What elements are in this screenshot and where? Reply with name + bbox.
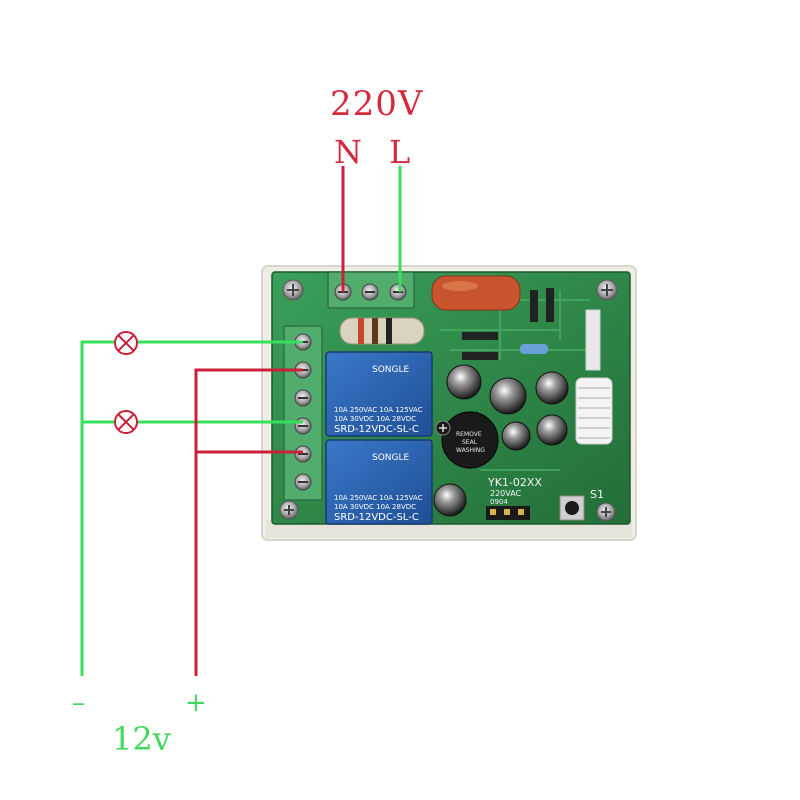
negative-label: – [72, 688, 85, 718]
buzzer-text-1: REMOVE [456, 431, 482, 438]
electrolytic-capacitors [433, 364, 569, 517]
live-label: L [389, 133, 411, 171]
positive-wire-1 [194, 368, 303, 676]
output-terminal-block [283, 325, 323, 501]
relay-1-model: SRD-12VDC-SL-C [334, 424, 419, 435]
jumper-header [486, 506, 530, 520]
low-voltage-label: 12v [112, 720, 171, 758]
buzzer-text-3: WASHING [456, 447, 485, 454]
relay-2-model: SRD-12VDC-SL-C [334, 512, 419, 523]
negative-wire-1 [80, 340, 303, 676]
antenna-coil [575, 309, 613, 445]
lamp-icon [114, 410, 138, 434]
relay-2: SONGLE 10A 250VAC 10A 125VAC 10A 30VDC 1… [325, 439, 433, 525]
push-button-s1 [559, 495, 585, 521]
mains-voltage-label: 220V [330, 84, 424, 124]
buzzer: REMOVE SEAL WASHING [435, 411, 499, 469]
relay-1-rating-2: 10A 30VDC 10A 28VDC [334, 415, 416, 423]
mains-terminal-block [327, 271, 415, 309]
mains-wires [341, 166, 402, 292]
relay-1: SONGLE 10A 250VAC 10A 125VAC 10A 30VDC 1… [325, 351, 433, 437]
relay-1-brand: SONGLE [372, 365, 410, 375]
power-resistor [339, 317, 425, 345]
relay-2-brand: SONGLE [372, 453, 410, 463]
relay-2-rating-1: 10A 250VAC 10A 125VAC [334, 494, 423, 502]
silk-s1: S1 [590, 488, 604, 501]
relay-1-rating-1: 10A 250VAC 10A 125VAC [334, 406, 423, 414]
neutral-label: N [334, 133, 362, 171]
lamp-icon [114, 331, 138, 355]
buzzer-text-2: SEAL [462, 439, 478, 446]
film-capacitor [431, 275, 521, 311]
relay-2-rating-2: 10A 30VDC 10A 28VDC [334, 503, 416, 511]
silk-voltage: 220VAC [490, 489, 522, 498]
corner-screws [279, 279, 618, 522]
small-components [462, 288, 554, 360]
positive-label: + [185, 688, 207, 718]
silk-model: YK1-02XX [487, 476, 542, 489]
silk-date: 0904 [490, 498, 508, 506]
